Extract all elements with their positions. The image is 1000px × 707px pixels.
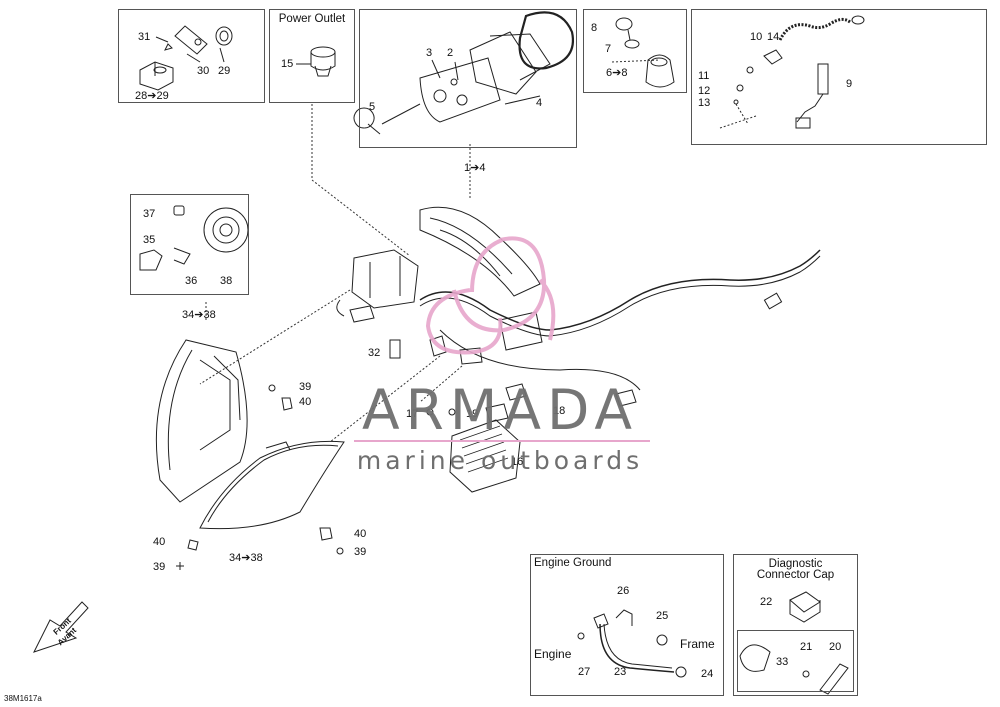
power-outlet-drawing (296, 46, 336, 77)
callout-9: 9 (846, 78, 853, 90)
ground-cable-drawing (577, 609, 687, 678)
headlight-lens-drawing (199, 440, 345, 530)
switch-drawing (615, 17, 675, 88)
callout-36: 36 (185, 275, 198, 287)
diagnostic-title-line1: Diagnostic (768, 558, 823, 570)
callout-7: 7 (605, 43, 612, 55)
callout-18: 18 (553, 405, 566, 417)
callout-14: 14 (767, 31, 780, 43)
callout-27: 27 (578, 666, 591, 678)
diagnostic-cap-drawing (739, 591, 849, 695)
headlight-housing-drawing (155, 339, 248, 503)
front-arrow-drawing (33, 601, 89, 653)
callout-4: 4 (536, 97, 543, 109)
box-diagnostic-cap (733, 554, 858, 696)
callout-39-b: 39 (153, 561, 166, 573)
callout-39-a: 39 (299, 381, 312, 393)
callout-12: 12 (698, 85, 711, 97)
callout-5: 5 (369, 101, 376, 113)
callout-20: 20 (829, 641, 842, 653)
callout-40-b: 40 (153, 536, 166, 548)
watermark-brand: ARMADA (362, 378, 638, 442)
callout-29: 29 (218, 65, 231, 77)
callout-24: 24 (701, 668, 714, 680)
callout-2: 2 (447, 47, 454, 59)
callout-25: 25 (656, 610, 669, 622)
callout-26: 26 (617, 585, 630, 597)
box-diagnostic-inner (737, 630, 854, 692)
box-bulb-assembly (130, 194, 249, 295)
callout-1-4: 1➔4 (464, 162, 486, 174)
callout-33: 33 (776, 656, 789, 668)
callout-21: 21 (800, 641, 813, 653)
engine-ground-title: Engine Ground (534, 557, 612, 569)
engine-label: Engine (534, 647, 572, 661)
callout-37: 37 (143, 208, 156, 220)
callout-31: 31 (138, 31, 151, 43)
box-gauge-cluster (359, 9, 577, 148)
box-engine-ground (530, 554, 724, 696)
callout-22: 22 (760, 596, 773, 608)
callout-35: 35 (143, 234, 156, 246)
connector-assembly-drawing (139, 25, 233, 91)
callout-6-8: 6➔8 (606, 67, 628, 79)
frame-label: Frame (680, 637, 715, 651)
callout-19: 19 (466, 408, 479, 420)
power-outlet-title: Power Outlet (278, 13, 346, 25)
box-connector-assembly (118, 9, 265, 103)
callout-17: 17 (406, 408, 419, 420)
callout-39-c: 39 (354, 546, 367, 558)
watermark-tagline: marine outboards (356, 446, 644, 475)
bulb-assembly-drawing (139, 205, 249, 271)
callout-34-38-b: 34➔38 (229, 552, 263, 564)
gauge-cluster-drawing (353, 11, 575, 135)
callout-8-a: 8 (591, 22, 598, 34)
callout-32: 32 (368, 347, 381, 359)
sensor-drawing (733, 15, 865, 129)
harness-drawing (336, 249, 821, 423)
callout-11: 11 (698, 70, 710, 82)
callout-40-c: 40 (354, 528, 367, 540)
watermark-underline (354, 440, 650, 442)
callout-13: 13 (698, 97, 711, 109)
callout-3: 3 (426, 47, 433, 59)
callout-30: 30 (197, 65, 210, 77)
callout-23: 23 (614, 666, 627, 678)
callout-16: 16 (511, 456, 524, 468)
callout-28-29: 28➔29 (135, 90, 169, 102)
box-sensor (691, 9, 987, 145)
callout-10: 10 (750, 31, 763, 43)
callout-15: 15 (281, 58, 294, 70)
callout-40-a: 40 (299, 396, 312, 408)
instrument-cluster-drawing (419, 206, 541, 297)
box-switch (583, 9, 687, 93)
diagram-code: 38M1617a (4, 694, 42, 703)
callout-38: 38 (220, 275, 233, 287)
callout-34-38-a: 34➔38 (182, 309, 216, 321)
diagnostic-title-line2: Connector Cap (756, 569, 835, 581)
box-power-outlet (269, 9, 355, 103)
